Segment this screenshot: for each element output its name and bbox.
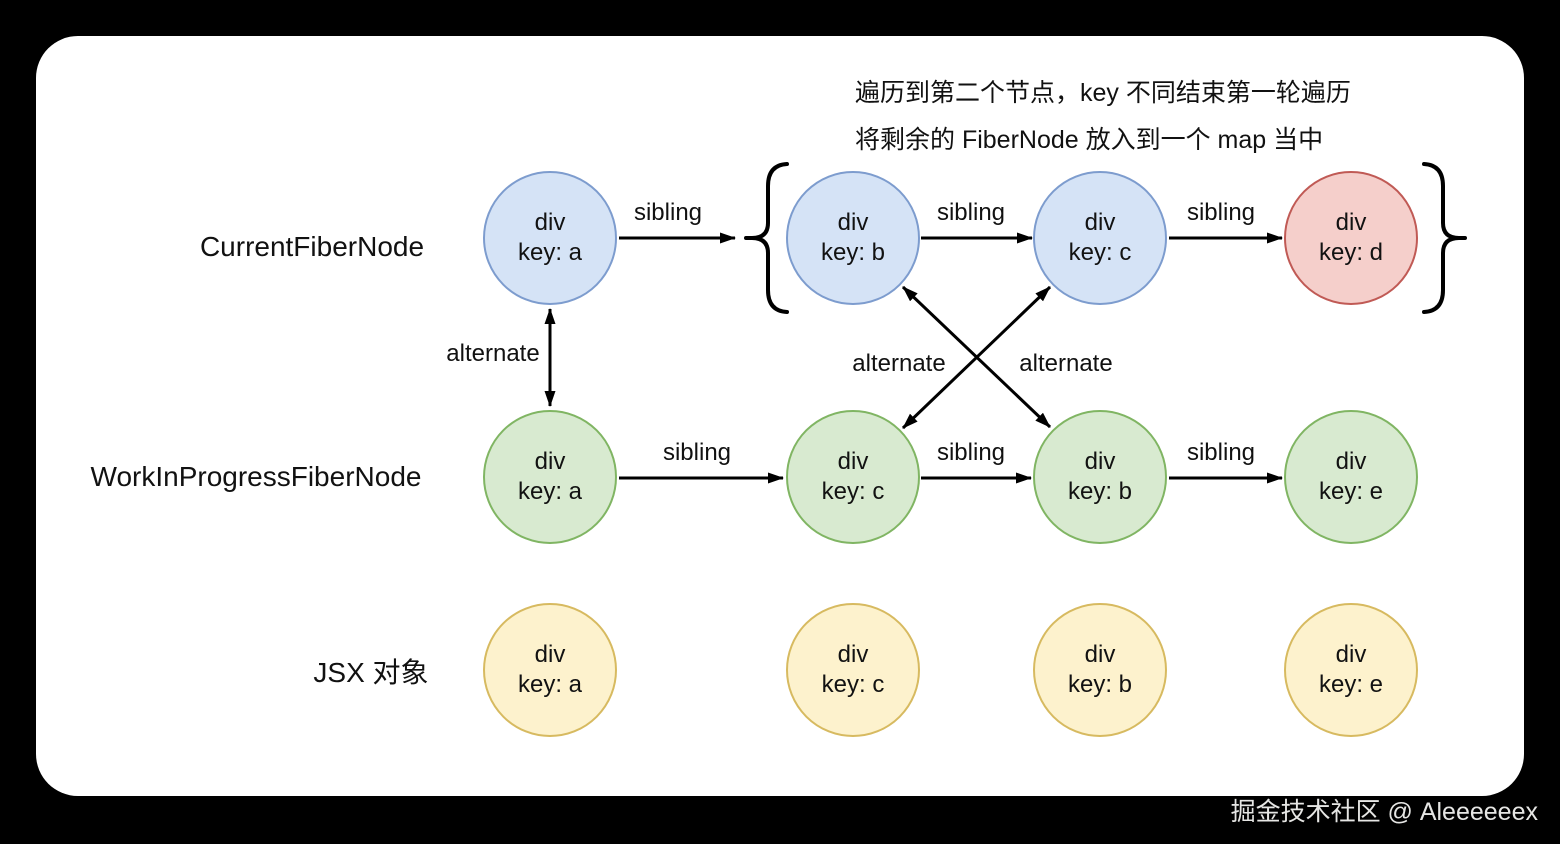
- node-title: div: [837, 641, 869, 668]
- node-current-key-d: div key: d: [1284, 171, 1418, 305]
- node-title: div: [1335, 641, 1367, 668]
- label-alternate-1: alternate: [446, 340, 540, 367]
- row-label-current-fiber-node: CurrentFiberNode: [199, 231, 425, 262]
- label-sibling-6: sibling: [1186, 439, 1256, 466]
- node-title: div: [534, 448, 566, 475]
- node-current-key-b: div key: b: [786, 171, 920, 305]
- node-key: key: a: [517, 671, 583, 698]
- node-wip-key-c: div key: c: [786, 410, 920, 544]
- annotation-line-1: 遍历到第二个节点，key 不同结束第一轮遍历: [855, 79, 1351, 107]
- label-alternate-2: alternate: [852, 350, 946, 377]
- node-wip-key-e: div key: e: [1284, 410, 1418, 544]
- node-title: div: [1335, 209, 1367, 236]
- node-current-key-a: div key: a: [483, 171, 617, 305]
- node-jsx-key-e: div key: e: [1284, 603, 1418, 737]
- node-key: key: d: [1318, 239, 1384, 266]
- node-title: div: [534, 641, 566, 668]
- node-jsx-key-c: div key: c: [786, 603, 920, 737]
- node-title: div: [837, 448, 869, 475]
- node-key: key: c: [1068, 239, 1132, 266]
- row-label-jsx-object: JSX 对象: [313, 657, 429, 688]
- node-title: div: [1084, 641, 1116, 668]
- label-sibling-3: sibling: [1186, 199, 1256, 226]
- node-title: div: [1084, 448, 1116, 475]
- label-sibling-2: sibling: [936, 199, 1006, 226]
- node-title: div: [534, 209, 566, 236]
- label-sibling-5: sibling: [936, 439, 1006, 466]
- node-key: key: a: [517, 478, 583, 505]
- watermark: 掘金技术社区 @ Aleeeeeex: [1230, 798, 1538, 826]
- label-alternate-3: alternate: [1019, 350, 1113, 377]
- node-wip-key-b: div key: b: [1033, 410, 1167, 544]
- node-jsx-key-a: div key: a: [483, 603, 617, 737]
- node-key: key: a: [517, 239, 583, 266]
- node-jsx-key-b: div key: b: [1033, 603, 1167, 737]
- row-label-work-in-progress-fiber-node: WorkInProgressFiberNode: [90, 461, 422, 492]
- node-key: key: b: [1067, 478, 1133, 505]
- node-key: key: e: [1318, 478, 1384, 505]
- node-title: div: [837, 209, 869, 236]
- node-wip-key-a: div key: a: [483, 410, 617, 544]
- node-key: key: c: [821, 671, 885, 698]
- node-title: div: [1335, 448, 1367, 475]
- annotation-line-2: 将剩余的 FiberNode 放入到一个 map 当中: [855, 126, 1324, 154]
- node-current-key-c: div key: c: [1033, 171, 1167, 305]
- node-key: key: b: [820, 239, 886, 266]
- node-key: key: b: [1067, 671, 1133, 698]
- label-sibling-4: sibling: [662, 439, 732, 466]
- label-sibling-1: sibling: [633, 199, 703, 226]
- node-key: key: c: [821, 478, 885, 505]
- node-title: div: [1084, 209, 1116, 236]
- node-key: key: e: [1318, 671, 1384, 698]
